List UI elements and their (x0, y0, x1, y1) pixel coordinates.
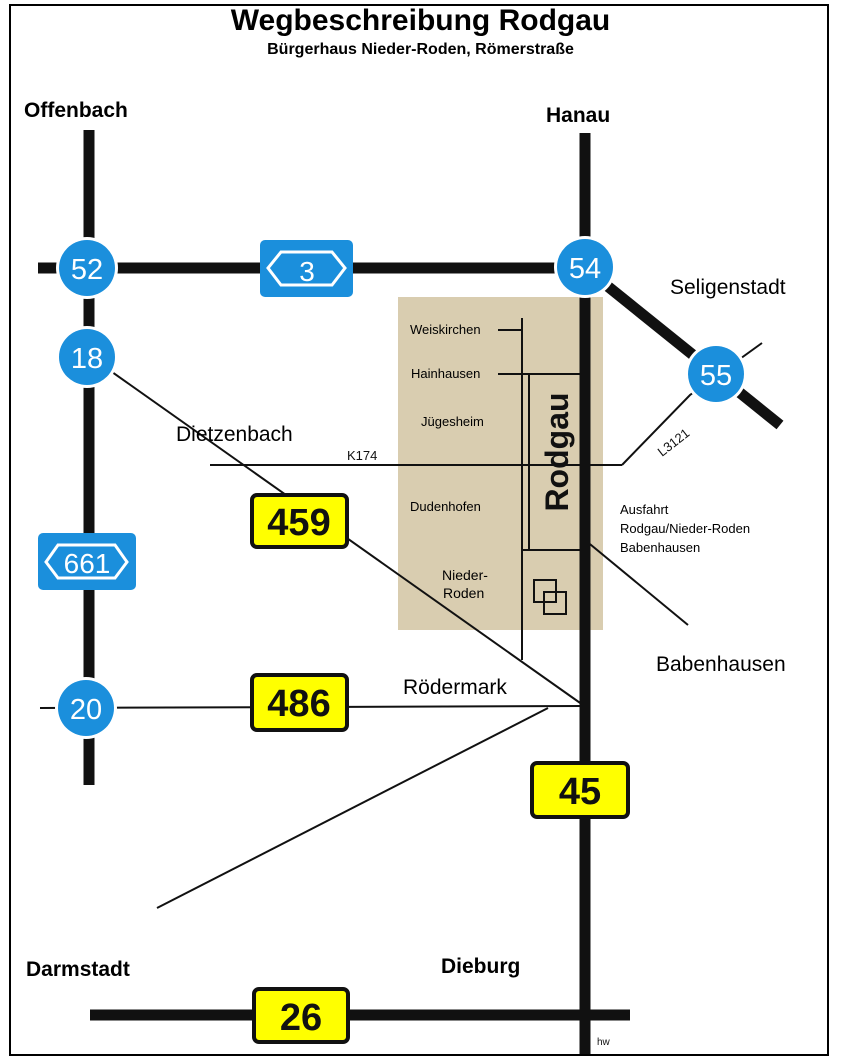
district-nieder: Nieder- (442, 567, 488, 583)
a3-number: 3 (299, 256, 315, 287)
exit-20-number: 20 (70, 694, 102, 726)
exit-54-number: 54 (569, 253, 601, 285)
city-seligenstadt: Seligenstadt (670, 276, 786, 299)
a3-east-road (581, 263, 784, 430)
city-dieburg: Dieburg (441, 955, 521, 978)
b45-number: 45 (559, 771, 601, 813)
b459-number: 459 (267, 502, 330, 544)
exit-52-number: 52 (71, 254, 103, 286)
city-roedermark: Rödermark (403, 676, 507, 699)
exit-20-sign: 20 (55, 677, 117, 739)
city-offenbach: Offenbach (24, 99, 128, 122)
darmstadt-road (156, 707, 549, 909)
rodgau-area (398, 297, 603, 630)
district-hainhausen: Hainhausen (411, 366, 481, 381)
district-weiskirchen: Weiskirchen (410, 322, 481, 337)
credit-label: hw (597, 1037, 611, 1048)
buergerhaus-icon (533, 579, 567, 615)
district-dudenhofen: Dudenhofen (410, 499, 481, 514)
exit-54-sign: 54 (554, 236, 616, 298)
exit-55-sign: 55 (685, 343, 747, 405)
b26-number: 26 (280, 997, 322, 1039)
k174-label: K174 (347, 448, 377, 463)
a661-number: 661 (64, 548, 111, 579)
page-title: Wegbeschreibung Rodgau (230, 4, 611, 37)
city-darmstadt: Darmstadt (26, 958, 130, 981)
city-hanau: Hanau (546, 104, 611, 127)
exit-label-line3: Babenhausen (620, 540, 701, 555)
babenhausen-exit-road (584, 539, 689, 626)
exit-52-sign: 52 (56, 237, 118, 299)
exit-label-line2: Rodgau/Nieder-Roden (620, 521, 751, 536)
b486-sign: 486 (250, 673, 349, 732)
exit-18-number: 18 (71, 343, 103, 375)
district-roden: Roden (443, 585, 485, 601)
a3-shield: 3 (260, 240, 353, 297)
city-babenhausen: Babenhausen (656, 653, 786, 676)
b459-sign: 459 (250, 493, 349, 549)
b26-sign: 26 (252, 987, 350, 1044)
page-subtitle: Bürgerhaus Nieder-Roden, Römerstraße (267, 41, 574, 58)
exit-18-sign: 18 (56, 326, 118, 388)
b45-sign: 45 (530, 761, 630, 819)
exit-label-line1: Ausfahrt (620, 502, 669, 517)
city-dietzenbach: Dietzenbach (176, 423, 293, 446)
district-juegesheim: Jügesheim (421, 414, 484, 429)
exit-55-number: 55 (700, 360, 732, 392)
a661-shield: 661 (38, 533, 136, 590)
b486-number: 486 (267, 683, 330, 725)
rodgau-label: Rodgau (539, 392, 575, 511)
l3121-label: L3121 (655, 425, 693, 459)
